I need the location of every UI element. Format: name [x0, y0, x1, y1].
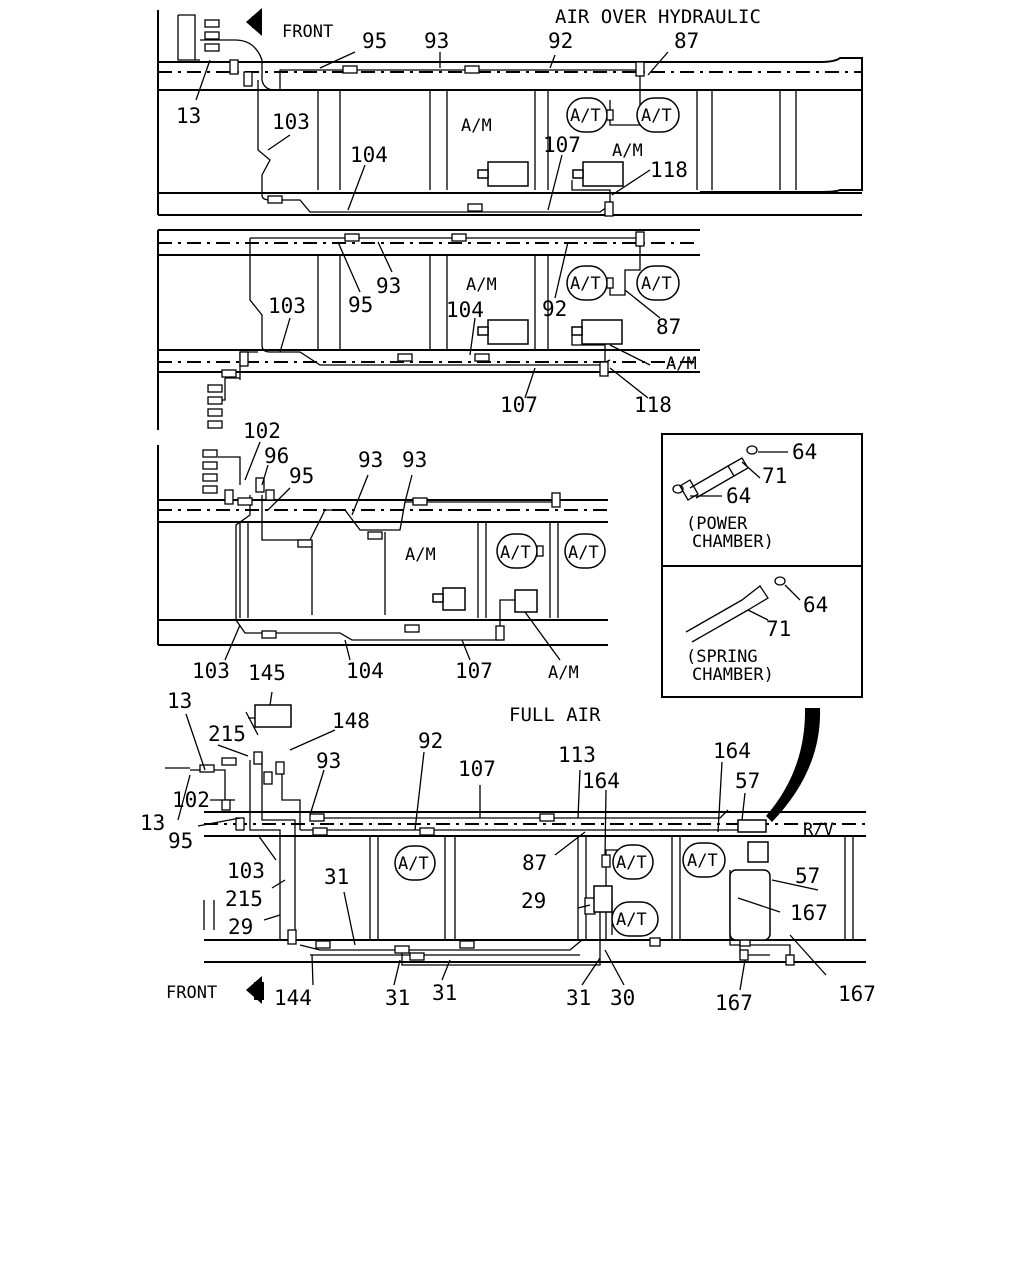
callout-96-p3: 96 — [264, 444, 289, 468]
label-at-1a: A/T — [570, 106, 601, 126]
callout-103-p2: 103 — [268, 294, 306, 318]
callout-92: 92 — [548, 29, 573, 53]
callout-93-p4: 93 — [316, 749, 341, 773]
label-at-4c: A/T — [616, 910, 647, 930]
callout-95-p4: 95 — [168, 829, 193, 853]
callout-107: 107 — [543, 133, 581, 157]
callout-167a-p4: 167 — [790, 901, 828, 925]
callout-102-p4: 102 — [172, 788, 210, 812]
title-full-air: FULL AIR — [509, 704, 601, 726]
label-am-2a: A/M — [466, 275, 497, 295]
callout-87: 87 — [674, 29, 699, 53]
callout-95-p2: 95 — [348, 293, 373, 317]
callout-87-p4: 87 — [522, 851, 547, 875]
label-spring-chamber-1: (SPRING — [686, 647, 758, 667]
callout-31c-p4: 31 — [432, 981, 457, 1005]
chamber-inset — [661, 433, 863, 698]
callout-93b-p3: 93 — [402, 448, 427, 472]
callout-167c-p4: 167 — [838, 982, 876, 1006]
label-power-chamber-2: CHAMBER) — [692, 532, 774, 552]
label-at-4b: A/T — [616, 853, 647, 873]
label-at-1b: A/T — [641, 106, 672, 126]
callout-104-p2: 104 — [446, 298, 484, 322]
callout-71-inset-a: 71 — [762, 464, 787, 488]
callout-93a-p3: 93 — [358, 448, 383, 472]
label-power-chamber-1: (POWER — [686, 514, 748, 534]
label-at-4a: A/T — [398, 854, 429, 874]
callout-13: 13 — [176, 104, 201, 128]
panel-air-over-hydraulic-3 — [157, 441, 608, 661]
label-front-2: FRONT — [166, 983, 217, 1003]
label-at-4d: A/T — [687, 851, 718, 871]
callout-167b-p4: 167 — [715, 991, 753, 1015]
label-front-1: FRONT — [282, 22, 333, 42]
inset-pointer — [766, 708, 821, 822]
callout-64-inset-a: 64 — [792, 440, 817, 464]
callout-13a-p4: 13 — [167, 689, 192, 713]
label-am-2b: A/M — [666, 354, 697, 374]
callout-95: 95 — [362, 29, 387, 53]
callout-102-p3: 102 — [243, 419, 281, 443]
label-rv: R/V — [803, 820, 834, 840]
label-at-2b: A/T — [641, 274, 672, 294]
callout-118: 118 — [650, 158, 688, 182]
callout-92-p4: 92 — [418, 729, 443, 753]
callout-29b-p4: 29 — [521, 889, 546, 913]
callout-164b-p4: 164 — [713, 739, 751, 763]
callout-148-p4: 148 — [332, 709, 370, 733]
label-at-3a: A/T — [500, 543, 531, 563]
panel-air-over-hydraulic-1 — [157, 8, 863, 217]
callout-104-p3: 104 — [346, 659, 384, 683]
callout-57a-p4: 57 — [735, 769, 760, 793]
callout-103-p3: 103 — [192, 659, 230, 683]
label-spring-chamber-2: CHAMBER) — [692, 665, 774, 685]
callout-29a-p4: 29 — [228, 915, 253, 939]
callout-31a-p4: 31 — [324, 865, 349, 889]
label-am-3a: A/M — [405, 545, 436, 565]
label-am-1b: A/M — [612, 141, 643, 161]
label-at-2a: A/T — [570, 274, 601, 294]
callout-104: 104 — [350, 143, 388, 167]
callout-71-inset-c: 71 — [766, 617, 791, 641]
callout-164a-p4: 164 — [582, 769, 620, 793]
callout-144-p4: 144 — [274, 986, 312, 1010]
callout-103: 103 — [272, 110, 310, 134]
callout-145-p4: 145 — [248, 661, 286, 685]
callout-57b-p4: 57 — [795, 864, 820, 888]
title-air-over-hydraulic: AIR OVER HYDRAULIC — [555, 6, 761, 28]
label-at-3b: A/T — [568, 543, 599, 563]
callout-103-p4: 103 — [227, 859, 265, 883]
callout-31d-p4: 31 — [566, 986, 591, 1010]
callout-30-p4: 30 — [610, 986, 635, 1010]
callout-113-p4: 113 — [558, 743, 596, 767]
callout-215a-p4: 215 — [208, 722, 246, 746]
callout-107-p3: 107 — [455, 659, 493, 683]
label-am-1a: A/M — [461, 116, 492, 136]
callout-107-p4: 107 — [458, 757, 496, 781]
callout-64-inset-b: 64 — [726, 484, 751, 508]
callout-93: 93 — [424, 29, 449, 53]
callout-64-inset-c: 64 — [803, 593, 828, 617]
panel-full-air — [165, 691, 866, 1004]
label-am-3b: A/M — [548, 663, 579, 683]
callout-13b-p4: 13 — [140, 811, 165, 835]
panel-air-over-hydraulic-2 — [157, 229, 700, 430]
callout-95-p3: 95 — [289, 464, 314, 488]
callout-92-p2: 92 — [542, 297, 567, 321]
callout-107-p2: 107 — [500, 393, 538, 417]
callout-118-p2: 118 — [634, 393, 672, 417]
callout-93-p2: 93 — [376, 274, 401, 298]
callout-31b-p4: 31 — [385, 986, 410, 1010]
callout-87-p2: 87 — [656, 315, 681, 339]
callout-215b-p4: 215 — [225, 887, 263, 911]
